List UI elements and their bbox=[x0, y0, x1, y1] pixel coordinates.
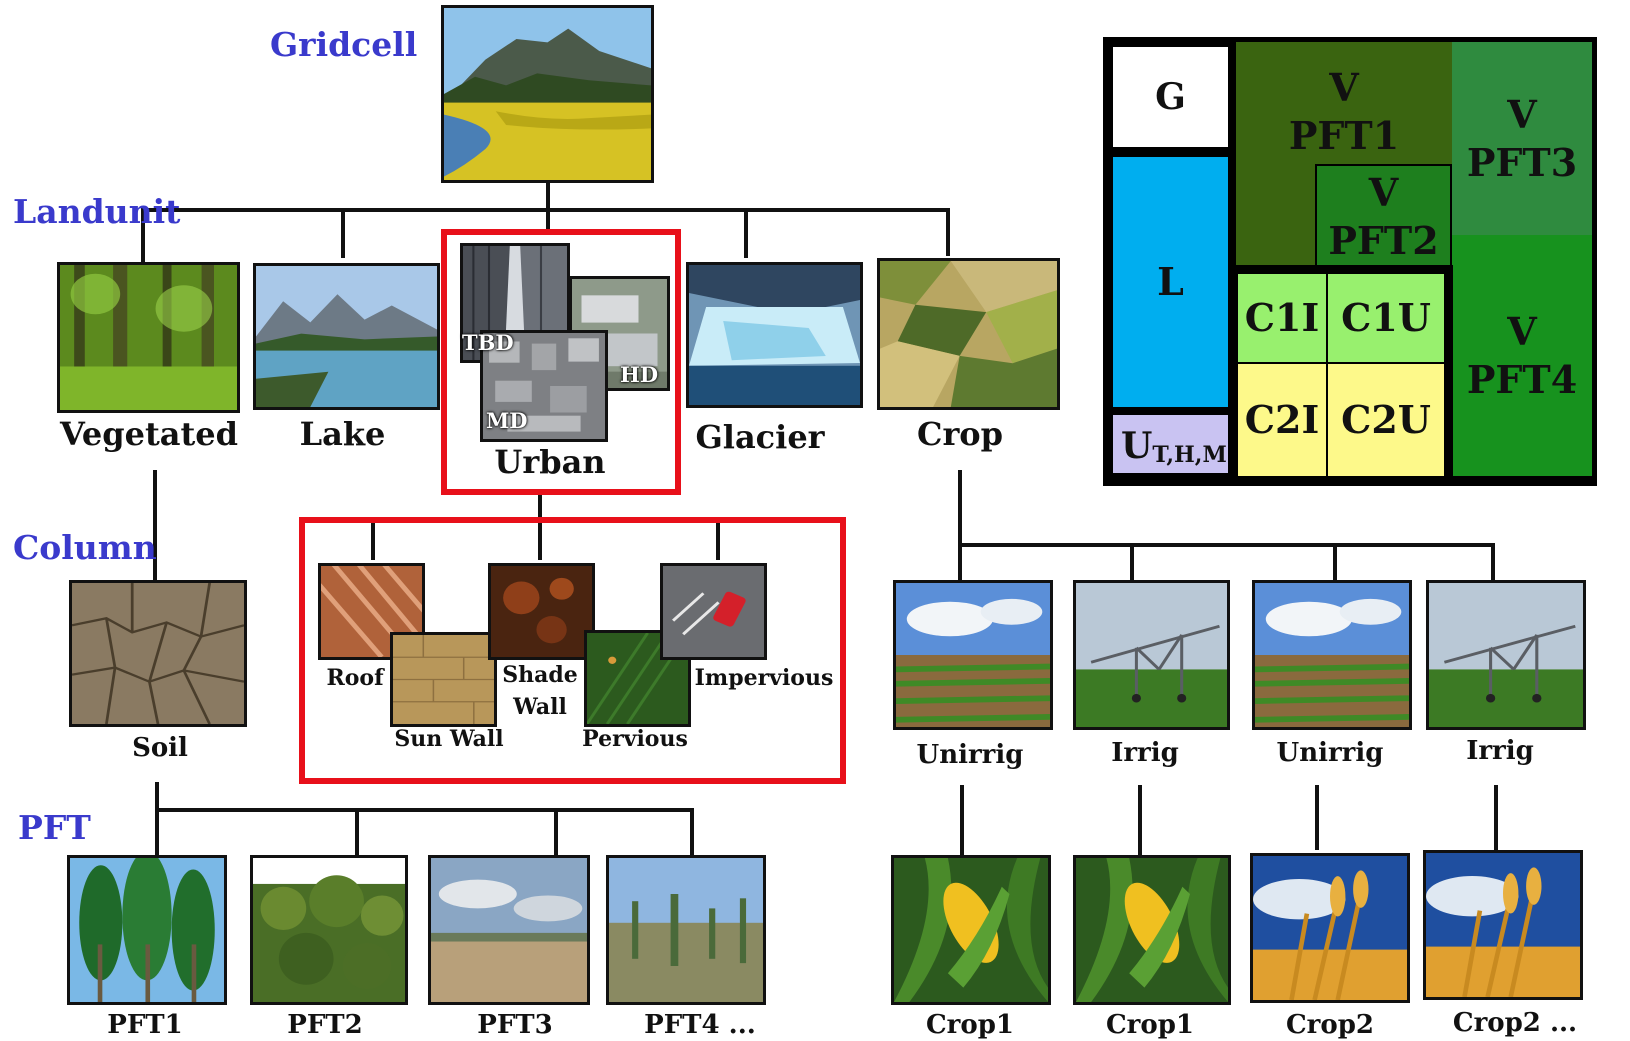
urban-md-photo bbox=[480, 330, 608, 442]
crop-col-photo-2 bbox=[1073, 580, 1230, 730]
urban-tbd-label: TBD bbox=[462, 330, 514, 355]
crop-pft-label-3: Crop2 bbox=[1285, 1010, 1374, 1040]
column-label-sun-wall: Sun Wall bbox=[394, 726, 504, 752]
urban-md-label: MD bbox=[486, 408, 528, 433]
column-label-soil: Soil bbox=[132, 733, 188, 763]
level-label-column: Column bbox=[13, 528, 157, 567]
level-label-landunit: Landunit bbox=[13, 192, 181, 231]
pft-label-3: PFT3 bbox=[477, 1010, 553, 1040]
crop-photo bbox=[877, 258, 1060, 410]
pft1-photo bbox=[67, 855, 227, 1005]
sun-wall-photo bbox=[390, 632, 497, 727]
grid-cell-c1u: C1U bbox=[1328, 274, 1444, 362]
crop-col-photo-4 bbox=[1426, 580, 1586, 730]
column-label-roof: Roof bbox=[326, 665, 384, 691]
column-label-impervious: Impervious bbox=[694, 665, 834, 691]
crop-pft-label-4: Crop2 ... bbox=[1452, 1008, 1578, 1038]
urban-highlight-box bbox=[441, 229, 681, 495]
crop-pft-label-1: Crop1 bbox=[925, 1010, 1014, 1040]
soil-photo bbox=[69, 580, 247, 727]
crop-col-label-4: Irrig bbox=[1466, 736, 1534, 766]
column-label-shade-wall-line1: Shade bbox=[502, 662, 578, 688]
crop-pft-photo-4 bbox=[1423, 850, 1583, 1000]
pft-label-1: PFT1 bbox=[107, 1010, 183, 1040]
lake-photo bbox=[253, 263, 440, 410]
landunit-label-glacier: Glacier bbox=[695, 418, 825, 456]
urban-hd-label: HD bbox=[620, 362, 659, 387]
crop-pft-photo-3 bbox=[1250, 853, 1410, 1003]
grid-cell-lake-l: L bbox=[1113, 157, 1228, 407]
landunit-label-vegetated: Vegetated bbox=[60, 415, 239, 453]
vegetated-photo bbox=[57, 262, 240, 413]
grid-cell-c1i: C1I bbox=[1238, 274, 1326, 362]
grid-cell-glacier-g: G bbox=[1113, 47, 1228, 147]
level-label-pft: PFT bbox=[18, 808, 91, 847]
landunit-label-crop: Crop bbox=[916, 415, 1004, 453]
crop-col-photo-1 bbox=[893, 580, 1053, 730]
crop-col-label-3: Unirrig bbox=[1276, 738, 1384, 768]
grid-cell-c2u: C2U bbox=[1328, 364, 1444, 476]
pft3-photo bbox=[428, 855, 590, 1005]
shade-wall-photo bbox=[488, 563, 595, 660]
landunit-label-lake: Lake bbox=[299, 415, 386, 453]
column-label-pervious: Pervious bbox=[582, 726, 688, 752]
glacier-photo bbox=[686, 262, 863, 408]
pft4-photo bbox=[606, 855, 766, 1005]
crop-col-label-1: Unirrig bbox=[916, 740, 1024, 770]
column-label-shade-wall-line2: Wall bbox=[513, 694, 567, 720]
crop-col-label-2: Irrig bbox=[1111, 738, 1179, 768]
pft-label-2: PFT2 bbox=[287, 1010, 363, 1040]
landunit-label-urban: Urban bbox=[494, 443, 606, 481]
crop-pft-label-2: Crop1 bbox=[1105, 1010, 1194, 1040]
pft-label-4: PFT4 ... bbox=[644, 1010, 756, 1040]
crop-pft-photo-1 bbox=[891, 855, 1051, 1005]
urban-columns-highlight-box bbox=[299, 517, 846, 784]
gridcell-photo bbox=[441, 5, 654, 183]
pft2-photo bbox=[250, 855, 408, 1005]
level-label-gridcell: Gridcell bbox=[270, 25, 418, 64]
impervious-photo bbox=[660, 563, 767, 660]
grid-cell-c2i: C2I bbox=[1238, 364, 1326, 476]
crop-pft-photo-2 bbox=[1073, 855, 1231, 1005]
crop-col-photo-3 bbox=[1252, 580, 1412, 730]
